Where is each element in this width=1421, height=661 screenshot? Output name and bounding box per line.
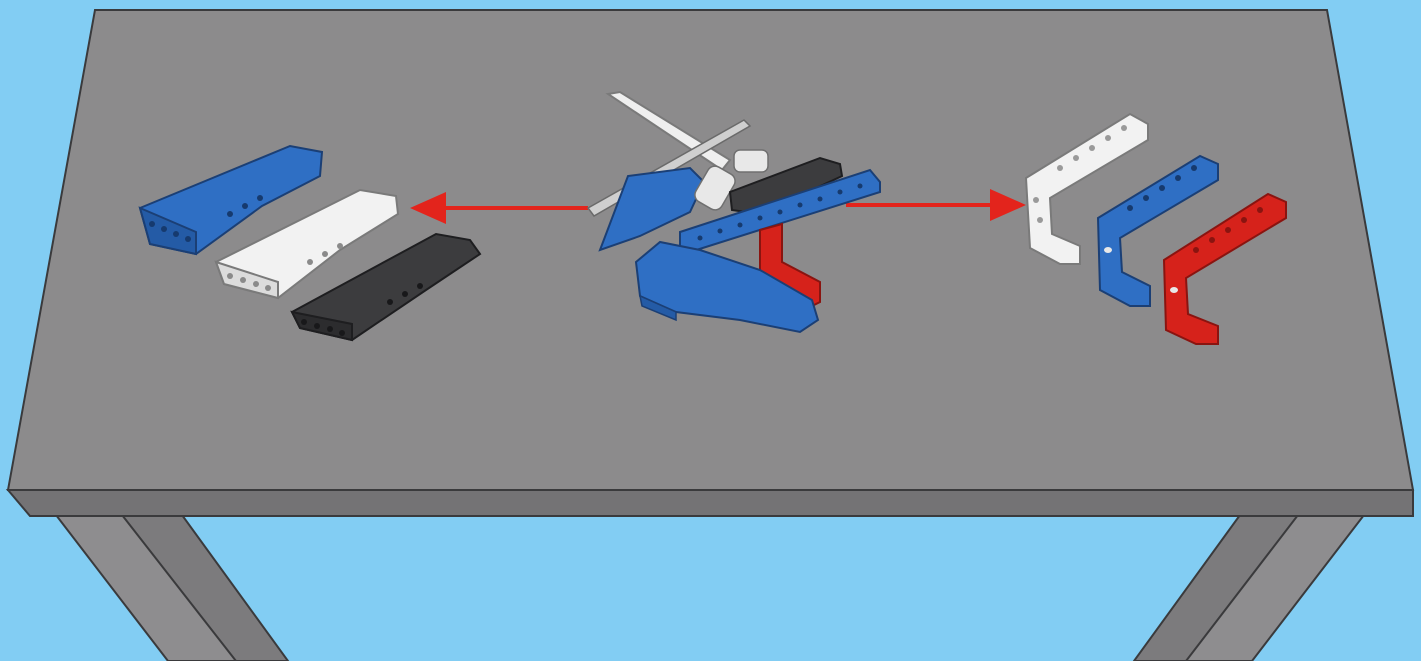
table-front-edge xyxy=(8,490,1413,516)
